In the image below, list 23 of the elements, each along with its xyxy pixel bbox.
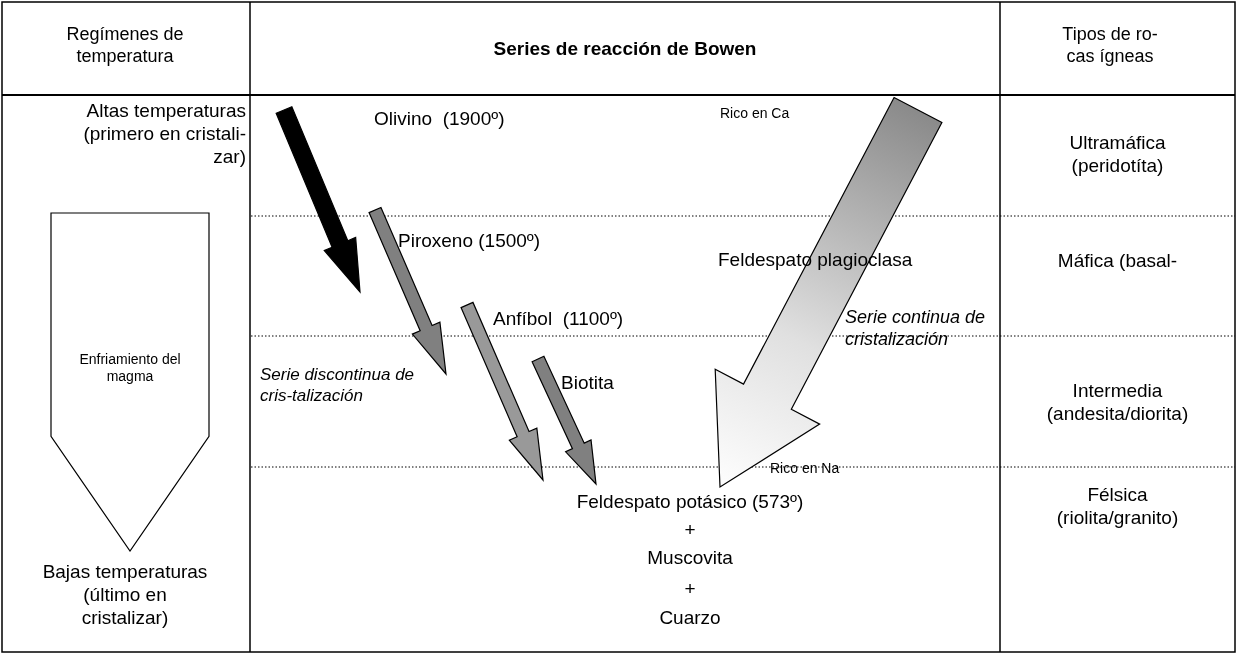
label: Series de reacción de Bowen: [492, 37, 758, 60]
label: Serie continua de cristalización: [845, 306, 987, 350]
label: Muscovita: [646, 546, 734, 569]
label: Máfica (basal-: [1057, 249, 1178, 272]
label: +: [683, 577, 697, 600]
label: Piroxeno (1500º): [398, 229, 542, 252]
label: Olivino (1900º): [374, 107, 506, 130]
label: Intermedia (andesita/diorita): [1045, 379, 1190, 425]
label: Bajas temperaturas (último en cristalizar): [41, 560, 209, 629]
label: +: [683, 518, 697, 541]
label: Félsica (riolita/granito): [1055, 483, 1180, 529]
label: Rico en Na: [770, 459, 841, 477]
label: Tipos de ro-cas ígneas: [1061, 23, 1159, 67]
label: Serie discontinua de cris-talización: [260, 364, 416, 406]
node-label: Enfriamiento del magma: [78, 351, 182, 386]
label: Ultramáfica (peridotíta): [1068, 131, 1167, 177]
label: Biotita: [561, 371, 615, 394]
label: Altas temperaturas (primero en cristali-zar): [82, 99, 246, 168]
label: Anfíbol (1100º): [493, 307, 625, 330]
label: Feldespato potásico (573º): [575, 490, 805, 513]
label: Regímenes de temperatura: [65, 23, 185, 67]
label: Cuarzo: [658, 606, 722, 629]
label: Rico en Ca: [720, 104, 791, 122]
